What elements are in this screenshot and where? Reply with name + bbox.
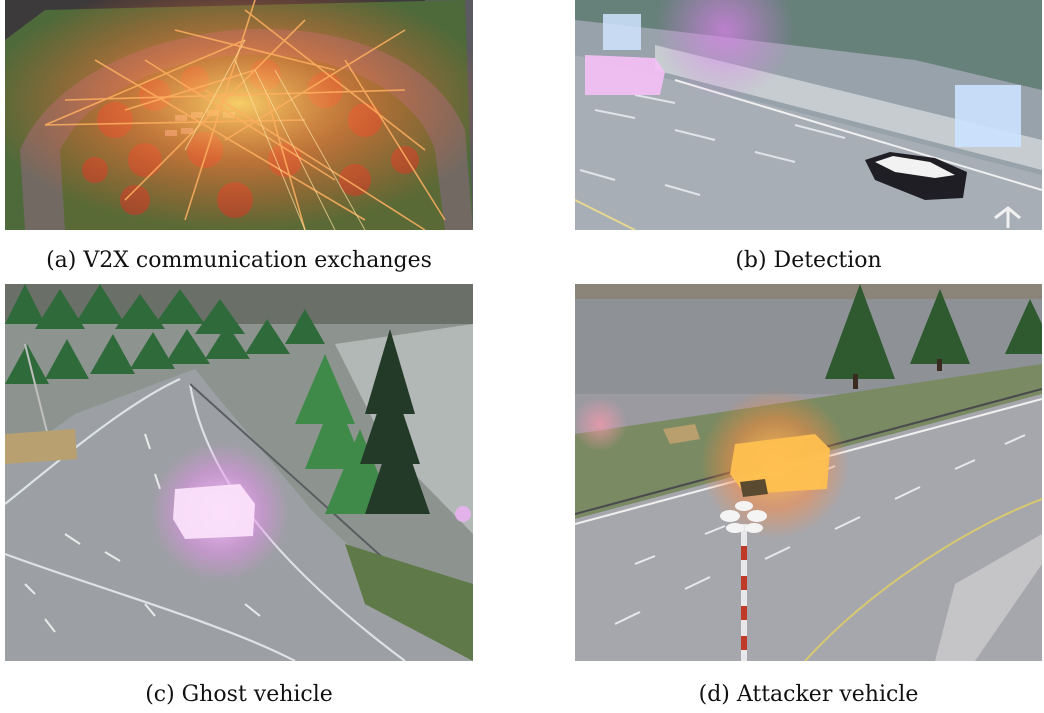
caption-a: (a) V2X communication exchanges	[46, 248, 432, 273]
ghost-vehicle-image	[5, 284, 473, 661]
detection-image	[575, 0, 1042, 230]
caption-c: (c) Ghost vehicle	[145, 682, 333, 707]
caption-b: (b) Detection	[735, 248, 882, 273]
attacker-vehicle-image	[575, 284, 1042, 661]
v2x-exchanges-image	[5, 0, 473, 230]
caption-d: (d) Attacker vehicle	[698, 682, 919, 707]
